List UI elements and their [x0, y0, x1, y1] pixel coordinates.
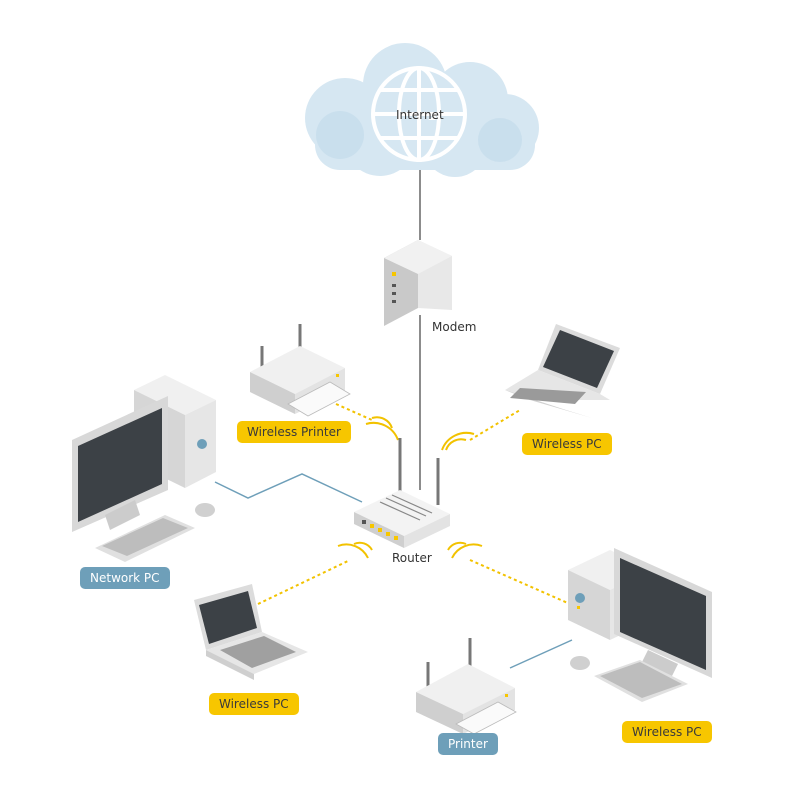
tag-network-pc: Network PC [80, 567, 170, 589]
printer-device [416, 638, 517, 735]
wireless-printer-device [250, 324, 351, 417]
internet-label: Internet [396, 108, 444, 122]
printer-cable [509, 639, 573, 669]
wireless-link-pc-left [257, 559, 351, 605]
router-device [354, 438, 450, 548]
globe-icon [371, 66, 467, 162]
network-pc-cable [214, 473, 363, 503]
wireless-pc-right-device [568, 548, 712, 702]
modem-device [384, 240, 452, 326]
wifi-signal-icons [337, 416, 483, 559]
connections [214, 168, 573, 669]
tag-printer: Printer [438, 733, 498, 755]
laptop-top-device [505, 324, 620, 418]
tag-wireless-pc-top: Wireless PC [522, 433, 612, 455]
tag-wireless-pc-right: Wireless PC [622, 721, 712, 743]
wireless-link-printer [335, 403, 373, 421]
internet-cloud [305, 43, 539, 177]
wireless-link-pc-right [469, 559, 571, 605]
network-pc-device [72, 375, 216, 562]
wireless-link-pc-top [469, 409, 521, 441]
modem-label: Modem [432, 320, 477, 334]
tag-wireless-pc-left: Wireless PC [209, 693, 299, 715]
tag-wireless-printer: Wireless Printer [237, 421, 351, 443]
laptop-left-device [194, 584, 308, 680]
router-label: Router [392, 551, 432, 565]
